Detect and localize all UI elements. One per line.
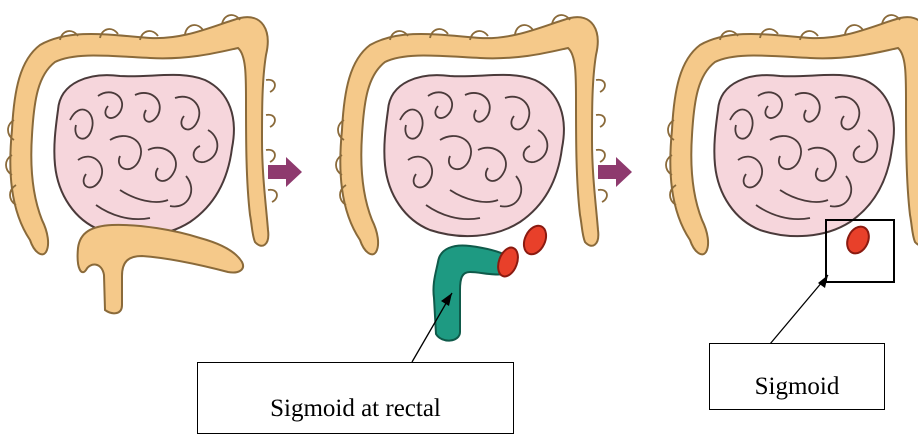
cut-end-upper <box>520 222 551 258</box>
panel-resection <box>336 15 607 341</box>
small-intestine <box>54 75 234 236</box>
label-sigmoid-at-rectal: Sigmoid at rectal <box>197 362 514 434</box>
callout-line-sigmoid <box>770 275 828 344</box>
label-sigmoid: Sigmoid <box>709 343 885 410</box>
right-arrow-icon <box>598 157 632 187</box>
label-sigmoid-text: Sigmoid <box>755 373 840 401</box>
panel-original-colon <box>6 15 277 313</box>
right-arrow-icon <box>268 157 302 187</box>
small-intestine <box>714 75 894 236</box>
label-sigmoid-at-rectal-text: Sigmoid at rectal <box>270 395 441 423</box>
small-intestine <box>384 75 564 236</box>
rectum <box>78 225 243 313</box>
sigmoid-stump <box>843 223 873 257</box>
